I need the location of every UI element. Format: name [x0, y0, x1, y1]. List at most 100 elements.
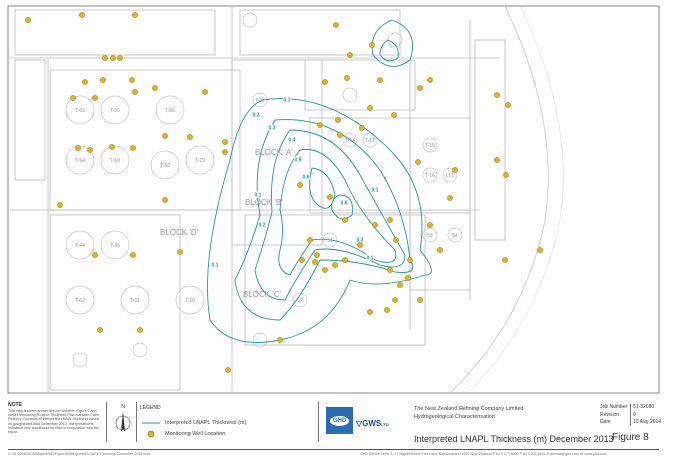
tank-label: T-16 [425, 173, 435, 179]
contour-label-bg [211, 261, 219, 268]
lnapl-contour [309, 167, 336, 209]
date: 10 Aug 2014 [633, 419, 662, 425]
gws-logo-suffix: LTD [381, 422, 389, 427]
monitoring-well-marker [92, 95, 98, 101]
tank-label: T-12 [365, 138, 375, 144]
gws-logo: ▽GWSLTD [356, 419, 389, 428]
monitoring-well-marker [372, 222, 378, 228]
tank [342, 87, 358, 103]
tank [120, 285, 150, 315]
monitoring-well-marker [393, 237, 399, 243]
monitoring-well-marker [415, 159, 421, 165]
monitoring-well-marker [377, 77, 383, 83]
tank-label: T-55 [165, 108, 175, 114]
monitoring-well-marker [222, 139, 228, 145]
monitoring-well-marker [109, 144, 115, 150]
monitoring-well-marker [417, 85, 423, 91]
monitoring-well-marker [407, 257, 413, 263]
monitoring-well-marker [427, 77, 433, 83]
contour-label: 0.1 [284, 98, 291, 104]
contour-label: 0.1 [255, 193, 262, 199]
monitoring-well-marker [130, 252, 136, 258]
monitoring-well-marker [391, 112, 397, 118]
contour-label-bg [252, 111, 260, 118]
contour-label-bg [254, 191, 262, 198]
tank [150, 150, 180, 180]
monitoring-well-marker [100, 77, 106, 83]
monitoring-well-marker [384, 307, 390, 313]
monitoring-well-marker [277, 337, 283, 343]
monitoring-well-marker [342, 217, 348, 223]
monitoring-well-marker [335, 117, 341, 123]
monitoring-well-marker [333, 22, 339, 28]
well-marker-icon [147, 430, 155, 438]
monitoring-well-marker [405, 275, 411, 281]
tank [100, 230, 130, 260]
tank-label: T-14 [345, 138, 355, 144]
site-block-outline [49, 214, 181, 391]
contour-label: 0.1 [372, 188, 379, 194]
tank-label: T-54 [75, 158, 85, 164]
monitoring-well-marker [322, 267, 328, 273]
tank [65, 95, 95, 125]
monitoring-well-marker [502, 257, 508, 263]
tank-label: T-61 [130, 298, 140, 304]
monitoring-well-marker [137, 327, 143, 333]
contour-label: 0.1 [367, 256, 374, 262]
monitoring-well-marker [222, 149, 228, 155]
lnapl-contour [207, 98, 432, 343]
tank [242, 12, 258, 28]
date-label: Date [600, 419, 611, 425]
legend-label: Monitoring Well Location [165, 431, 226, 437]
coastline-outer [467, 5, 564, 394]
ghd-logo-text: GHD [329, 415, 350, 426]
tank-label: LI 1 [446, 173, 455, 179]
monitoring-well-marker [314, 252, 320, 258]
gws-logo-text: GWS [362, 419, 382, 428]
tank [322, 232, 338, 248]
monitoring-well-marker [97, 327, 103, 333]
revision: 0 [633, 411, 636, 418]
monitoring-well-marker [177, 249, 183, 255]
tank [447, 227, 463, 243]
monitoring-well-marker [344, 75, 350, 81]
tank [292, 292, 308, 308]
block-label: BLOCK 'A' [255, 148, 293, 157]
tank-label: T-29 [195, 158, 205, 164]
tank [155, 95, 185, 125]
monitoring-well-marker [132, 89, 138, 95]
monitoring-well-marker [322, 79, 328, 85]
tank [100, 95, 130, 125]
divider [630, 404, 631, 426]
contour-label-bg [268, 124, 276, 131]
divider [106, 402, 107, 442]
job-number-label: Job Number [600, 404, 628, 410]
tank-label: T-66 [75, 108, 85, 114]
contour-label: 0.3 [269, 126, 276, 132]
legend-label: Interpreted LNAPL Thickness (m) [165, 420, 247, 426]
tank [252, 332, 268, 348]
monitoring-well-marker [297, 182, 303, 188]
lnapl-contour [234, 119, 414, 321]
monitoring-well-marker [307, 237, 313, 243]
monitoring-well-marker [342, 257, 348, 263]
monitoring-well-marker [537, 247, 543, 253]
contour-label: 0.4 [289, 138, 296, 144]
monitoring-well-marker [87, 147, 93, 153]
tank [100, 145, 130, 175]
block-label: BLOCK 'C' [243, 290, 282, 299]
monitoring-well-marker [427, 222, 433, 228]
tank [442, 167, 458, 183]
monitoring-well-marker [392, 297, 398, 303]
monitoring-well-marker [503, 172, 509, 178]
tank [342, 132, 358, 148]
contour-label: 0.5 [295, 158, 302, 164]
monitoring-well-marker [117, 55, 123, 61]
ghd-logo: GHD [326, 407, 353, 434]
contour-label-bg [371, 186, 379, 193]
contour-label-bg [258, 221, 266, 228]
monitoring-well-marker [25, 17, 31, 23]
contact-details: GHD Centre Level 3, 27 Napier Street Fre… [360, 452, 607, 456]
tank-label: 52 [297, 298, 303, 304]
contour-label-bg [294, 156, 302, 163]
